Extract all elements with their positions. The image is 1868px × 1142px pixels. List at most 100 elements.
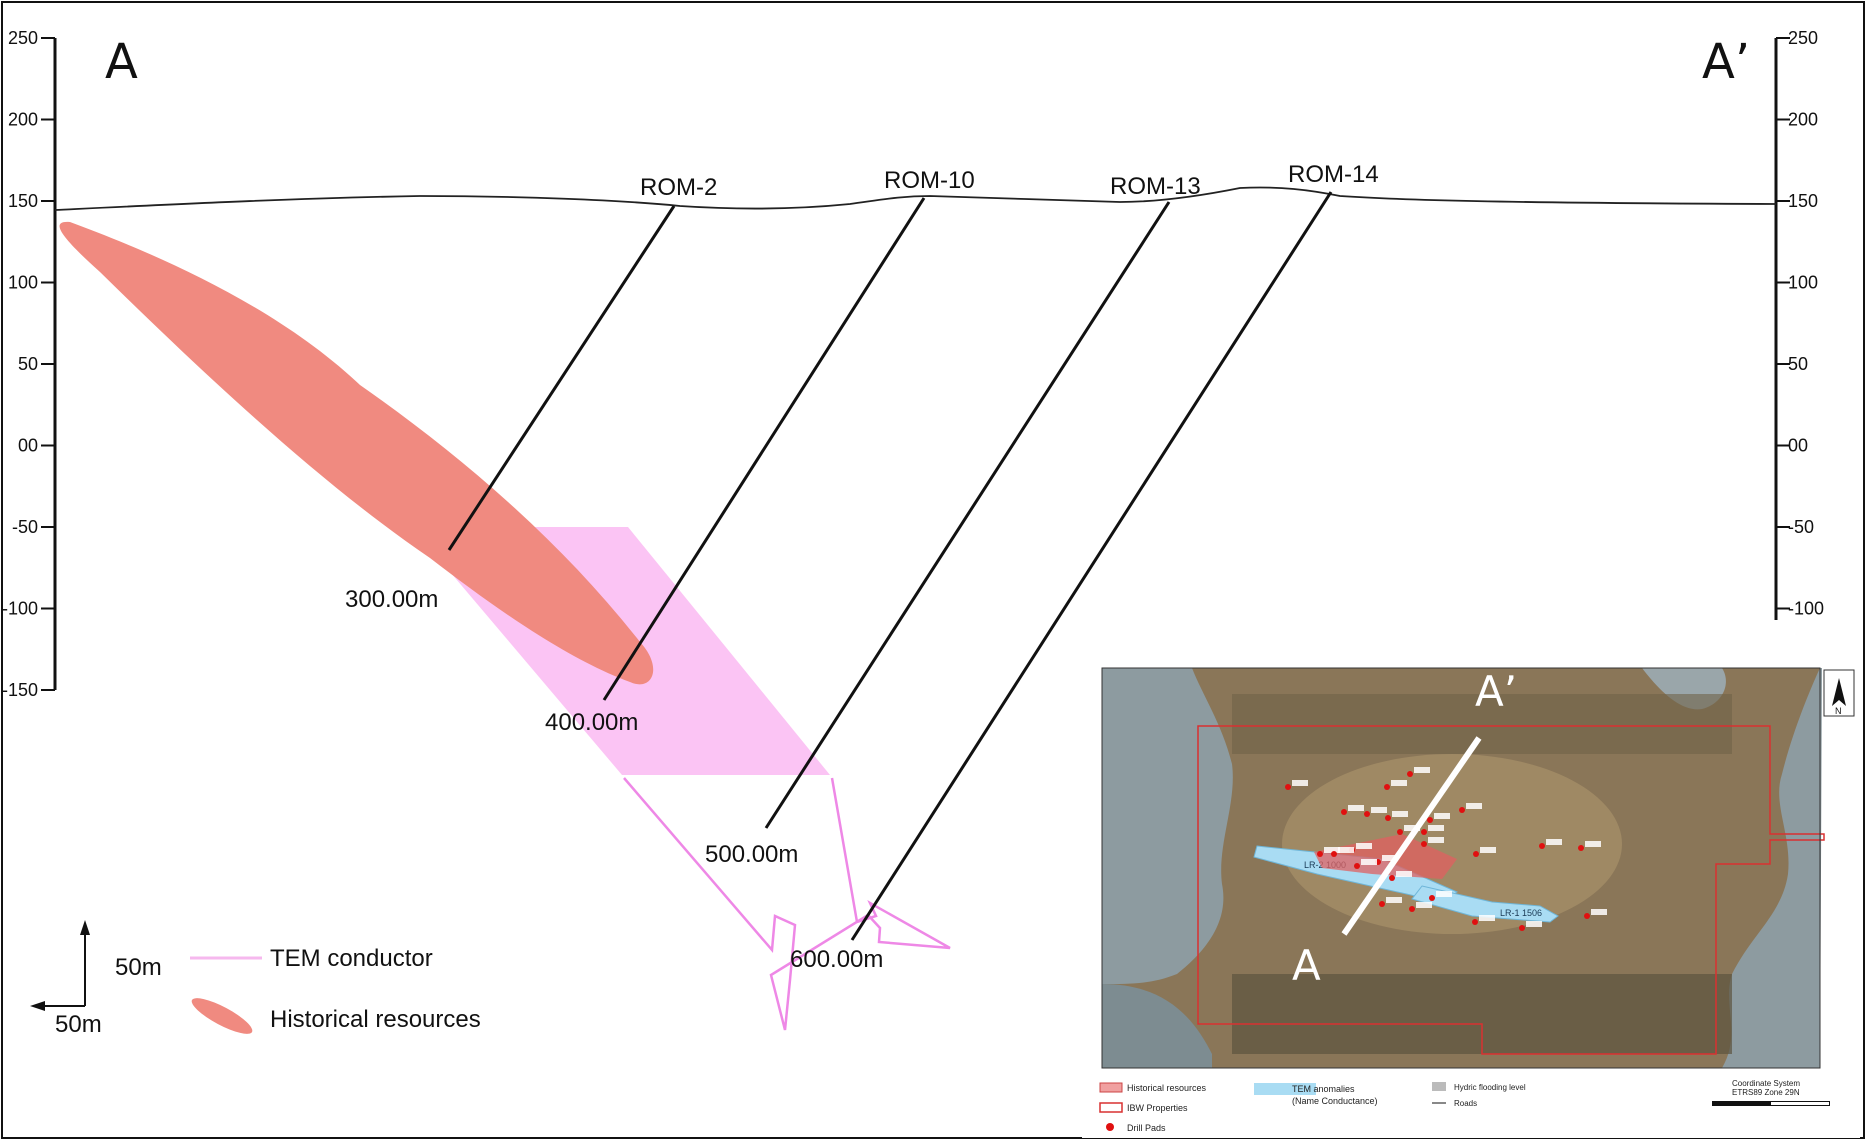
legend-coord-system: Coordinate System (1732, 1079, 1800, 1088)
drill-pad-marker (1364, 811, 1370, 817)
drill-pad-marker (1385, 815, 1391, 821)
drill-pad-marker (1578, 845, 1584, 851)
scale-vertical-label: 50m (115, 954, 162, 981)
drill-pad-marker (1409, 906, 1415, 912)
vegetation-band-north (1232, 694, 1732, 754)
elevation-tick-label: 100 (8, 273, 38, 293)
drill-pad-marker (1519, 925, 1525, 931)
elevation-tick-label: 250 (1788, 28, 1818, 48)
legend-ibw-label: IBW Properties (1127, 1103, 1188, 1113)
legend-hydric-label: Hydric flooding level (1454, 1083, 1526, 1092)
elevation-tick-label: 150 (8, 191, 38, 211)
legend-tem-swatch-map (1254, 1083, 1316, 1095)
drill-pad-tag (1386, 897, 1402, 903)
legend-ibw-swatch (1099, 1102, 1123, 1113)
drillhole-rom-2 (447, 205, 676, 551)
elevation-tick-label: 50 (1788, 354, 1808, 374)
drill-pad-tag (1480, 847, 1496, 853)
drill-pad-marker (1459, 807, 1465, 813)
drill-pad-tag (1428, 837, 1444, 843)
legend-resource-label: Historical resources (270, 1006, 481, 1033)
drill-pad-tag (1392, 811, 1408, 817)
legend-hist-swatch (1099, 1082, 1123, 1093)
map-frame (1101, 667, 1821, 1069)
depth-label-rom-10: 400.00m (545, 709, 638, 736)
drill-pad-tag (1428, 825, 1444, 831)
drillhole-rom-10 (602, 197, 926, 701)
drill-pad-marker (1285, 784, 1291, 790)
elevation-tick-label: -50 (1788, 517, 1814, 537)
drill-pad-marker (1427, 817, 1433, 823)
drill-pad-tag (1338, 847, 1354, 853)
reservoir-west (1102, 668, 1233, 984)
legend-hist-label: Historical resources (1127, 1083, 1207, 1093)
legend-drill-swatch (1106, 1123, 1114, 1131)
legend-drill-label: Drill Pads (1127, 1123, 1166, 1133)
drill-pad-tag (1436, 891, 1452, 897)
elevation-tick-label: 200 (1788, 110, 1818, 130)
north-arrow: N (1823, 669, 1855, 717)
legend-tem-label: TEM conductor (270, 945, 433, 972)
elevation-tick-label: -100 (2, 599, 38, 619)
tem-anomaly-lr-1-label: LR-1 1506 (1500, 908, 1542, 918)
drill-pad-tag (1414, 767, 1430, 773)
hole-label-rom-13: ROM-13 (1110, 173, 1201, 200)
drill-pad-marker (1384, 784, 1390, 790)
drill-pad-tag (1324, 847, 1340, 853)
reservoir-southwest (1102, 984, 1212, 1068)
drill-pad-tag (1434, 813, 1450, 819)
depth-label-rom-2: 300.00m (345, 586, 438, 613)
drill-pad-tag (1292, 780, 1308, 786)
depth-label-rom-13: 500.00m (705, 841, 798, 868)
elevation-tick-label: -150 (2, 680, 38, 700)
legend-coord-name: ETRS89 Zone 29N (1732, 1088, 1800, 1097)
drill-pad-marker (1429, 895, 1435, 901)
drill-pad-marker (1317, 851, 1323, 857)
hole-label-rom-10: ROM-10 (884, 167, 975, 194)
reservoir-east (1722, 668, 1822, 1068)
drill-pad-tag (1382, 855, 1398, 861)
drill-pad-tag (1404, 825, 1420, 831)
drill-pad-marker (1421, 841, 1427, 847)
clearing (1282, 754, 1622, 934)
drill-pad-marker (1379, 901, 1385, 907)
drill-pad-tag (1479, 915, 1495, 921)
drillhole-rom-14 (850, 191, 1333, 941)
legend-tem-map-label: TEM anomalies (1292, 1084, 1355, 1094)
drill-pad-marker (1539, 843, 1545, 849)
elevation-tick-label: 150 (1788, 191, 1818, 211)
drill-pad-tag (1526, 921, 1542, 927)
elevation-tick-label: 200 (8, 110, 38, 130)
section-trace-line (1341, 736, 1482, 936)
drill-pad-marker (1397, 829, 1403, 835)
drill-pad-tag (1546, 839, 1562, 845)
elevation-tick-label: 250 (8, 28, 38, 48)
drill-pad-marker (1421, 829, 1427, 835)
scale-bar: 50m 50m (30, 920, 162, 1038)
drill-pad-marker (1331, 851, 1337, 857)
legend-hydric-swatch (1432, 1082, 1446, 1091)
drill-pad-marker (1473, 851, 1479, 857)
drill-pad-tag (1391, 780, 1407, 786)
ibw-property-outline (1197, 725, 1825, 1055)
hole-label-rom-14: ROM-14 (1288, 161, 1379, 188)
drill-pad-tag (1361, 859, 1377, 865)
drill-pad-marker (1354, 863, 1360, 869)
drill-pads (1285, 767, 1607, 931)
legend-roads-label: Roads (1454, 1099, 1477, 1108)
drillhole-rom-13 (764, 201, 1171, 829)
depth-label-rom-14: 600.00m (790, 946, 883, 973)
historical-resource-body (59, 221, 654, 685)
elevation-tick-label: -100 (1788, 599, 1824, 619)
map-section-start-label: A (1292, 941, 1321, 990)
topography-line (54, 186, 1777, 211)
inset-location-map: LR-2 1000 LR-1 1506 A A’ N Historical re… (1082, 654, 1860, 1138)
drill-pad-marker (1341, 809, 1347, 815)
legend-tem-map-sub: (Name Conductance) (1292, 1096, 1378, 1106)
elevation-tick-label: 00 (18, 436, 38, 456)
section-start-label: A (105, 34, 138, 90)
map-legend: Historical resources IBW Properties Dril… (1099, 1079, 1830, 1133)
